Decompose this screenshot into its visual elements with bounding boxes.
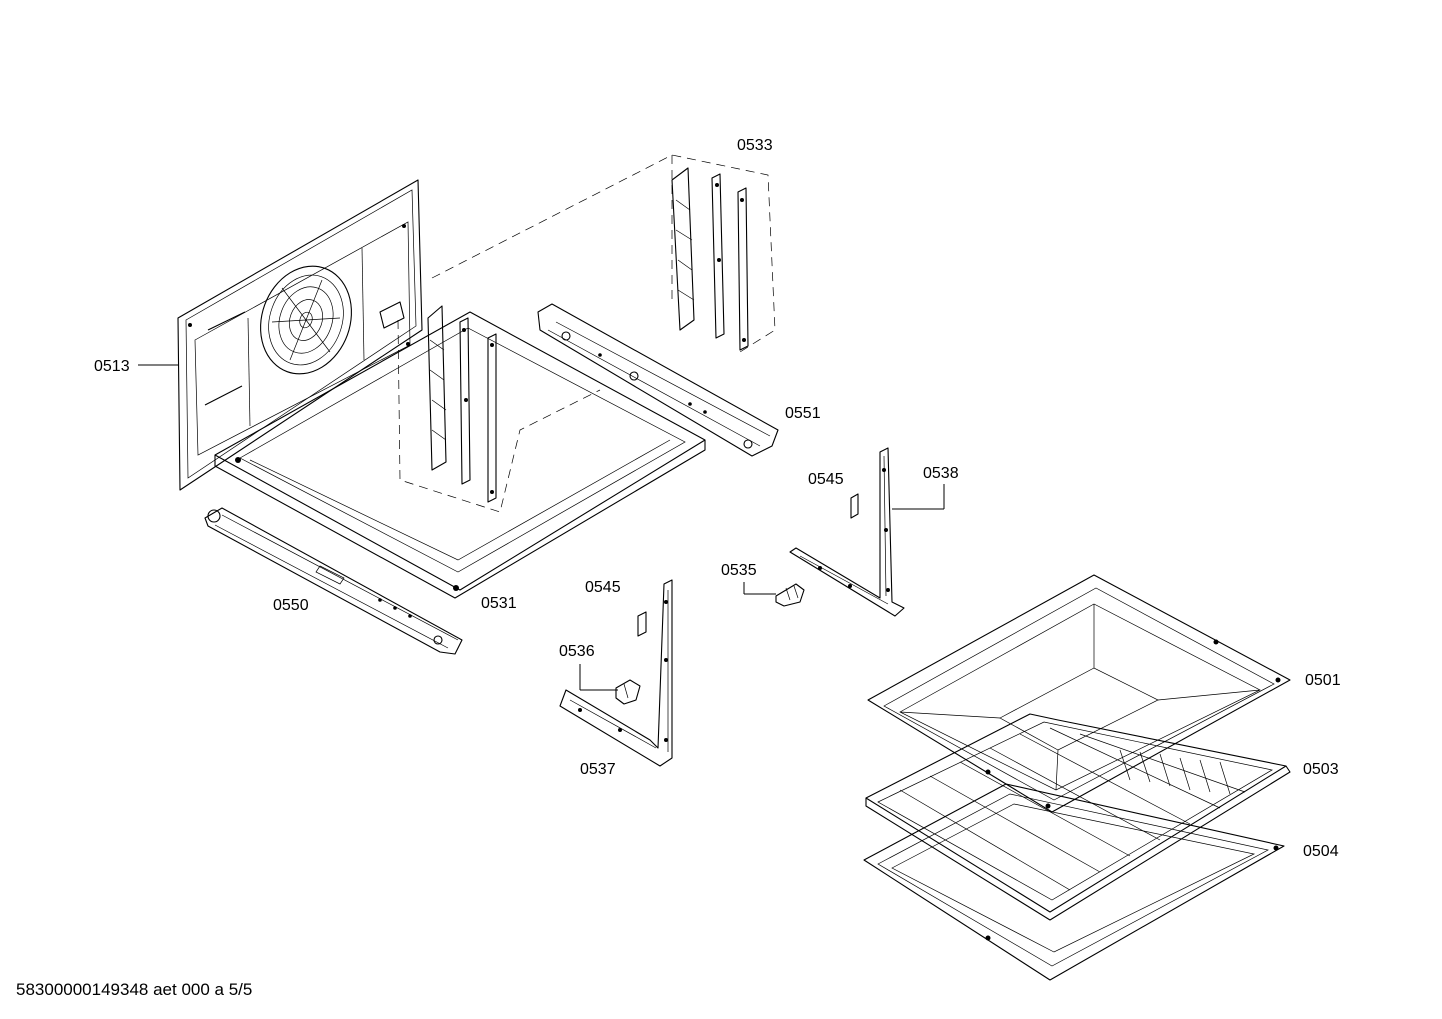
label-0545-lower: 0545 bbox=[585, 579, 621, 596]
part-side-frame-right bbox=[789, 447, 905, 617]
label-0550: 0550 bbox=[273, 597, 309, 614]
part-wire-rack bbox=[865, 713, 1291, 921]
label-0504: 0504 bbox=[1303, 843, 1339, 860]
part-shelf-support-rear bbox=[671, 167, 749, 351]
label-0531: 0531 bbox=[481, 595, 517, 612]
label-0513: 0513 bbox=[94, 358, 130, 375]
part-label-plate-lower bbox=[637, 611, 647, 637]
part-side-frame-left bbox=[559, 579, 673, 767]
label-0536: 0536 bbox=[559, 643, 595, 660]
part-back-panel bbox=[177, 179, 423, 491]
part-telescopic-rail-left bbox=[204, 507, 463, 655]
leader-lines bbox=[138, 364, 945, 691]
part-clip-left bbox=[615, 679, 641, 705]
label-0545-upper: 0545 bbox=[808, 471, 844, 488]
exploded-guide-lines bbox=[397, 154, 776, 513]
label-0533: 0533 bbox=[737, 137, 773, 154]
label-0538: 0538 bbox=[923, 465, 959, 482]
part-telescopic-rail-right bbox=[537, 303, 779, 457]
label-0551: 0551 bbox=[785, 405, 821, 422]
label-0537: 0537 bbox=[580, 761, 616, 778]
part-oven-floor bbox=[214, 311, 706, 599]
label-0503: 0503 bbox=[1303, 761, 1339, 778]
part-flat-tray bbox=[863, 783, 1285, 981]
part-deep-tray bbox=[867, 574, 1291, 813]
label-0535: 0535 bbox=[721, 562, 757, 579]
document-id: 58300000149348 aet 000 a 5/5 bbox=[16, 980, 253, 999]
part-label-plate-upper bbox=[850, 493, 859, 519]
part-shelf-support-front bbox=[427, 305, 497, 503]
part-clip-right bbox=[775, 583, 805, 607]
label-0501: 0501 bbox=[1305, 672, 1341, 689]
